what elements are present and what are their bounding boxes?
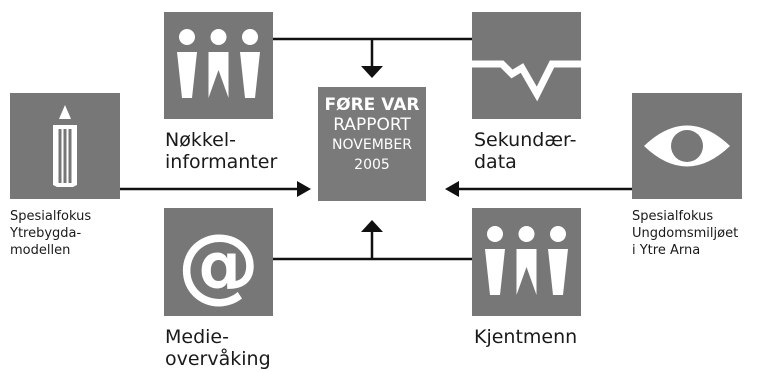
spesialfokus-ungdom-box bbox=[632, 93, 742, 199]
sekundaerdata-label: Sekundær- data bbox=[474, 129, 577, 173]
report-title-line1: FØRE VAR bbox=[324, 95, 420, 115]
report-year: 2005 bbox=[354, 157, 390, 173]
nokkelinformanter-box bbox=[164, 12, 273, 119]
spesialfokus-ytrebygda-box bbox=[10, 93, 120, 199]
connector-top bbox=[273, 37, 472, 68]
report-month: NOVEMBER bbox=[332, 137, 412, 153]
arrowhead-down bbox=[361, 66, 383, 78]
arrowhead-right bbox=[297, 181, 311, 197]
people-icon bbox=[177, 29, 260, 98]
kjentmenn-label: Kjentmenn bbox=[474, 326, 578, 348]
eye-icon bbox=[644, 125, 730, 167]
kjentmenn-box bbox=[472, 208, 581, 316]
spesialfokus-ytrebygda-label: Spesialfokus Ytrebygda- modellen bbox=[10, 209, 92, 258]
nokkelinformanter-label: Nøkkel- informanter bbox=[165, 129, 278, 173]
arrowhead-up bbox=[361, 220, 383, 232]
connector-bottom bbox=[273, 230, 472, 261]
medieovervaking-box: @ bbox=[164, 208, 273, 316]
graph-line-icon bbox=[472, 60, 581, 102]
medieovervaking-label: Medie- overvåking bbox=[165, 326, 271, 370]
report-title-line2: RAPPORT bbox=[333, 115, 411, 135]
report-box: FØRE VAR RAPPORT NOVEMBER 2005 bbox=[318, 87, 426, 201]
pencil-icon bbox=[53, 105, 77, 187]
arrowhead-left bbox=[445, 181, 459, 197]
svg-text:@: @ bbox=[178, 217, 260, 312]
sekundaerdata-box bbox=[472, 12, 581, 119]
spesialfokus-ungdom-label: Spesialfokus Ungdomsmiljøet i Ytre Arna bbox=[632, 209, 739, 258]
at-sign-icon: @ bbox=[178, 217, 260, 312]
people-icon bbox=[485, 226, 568, 295]
